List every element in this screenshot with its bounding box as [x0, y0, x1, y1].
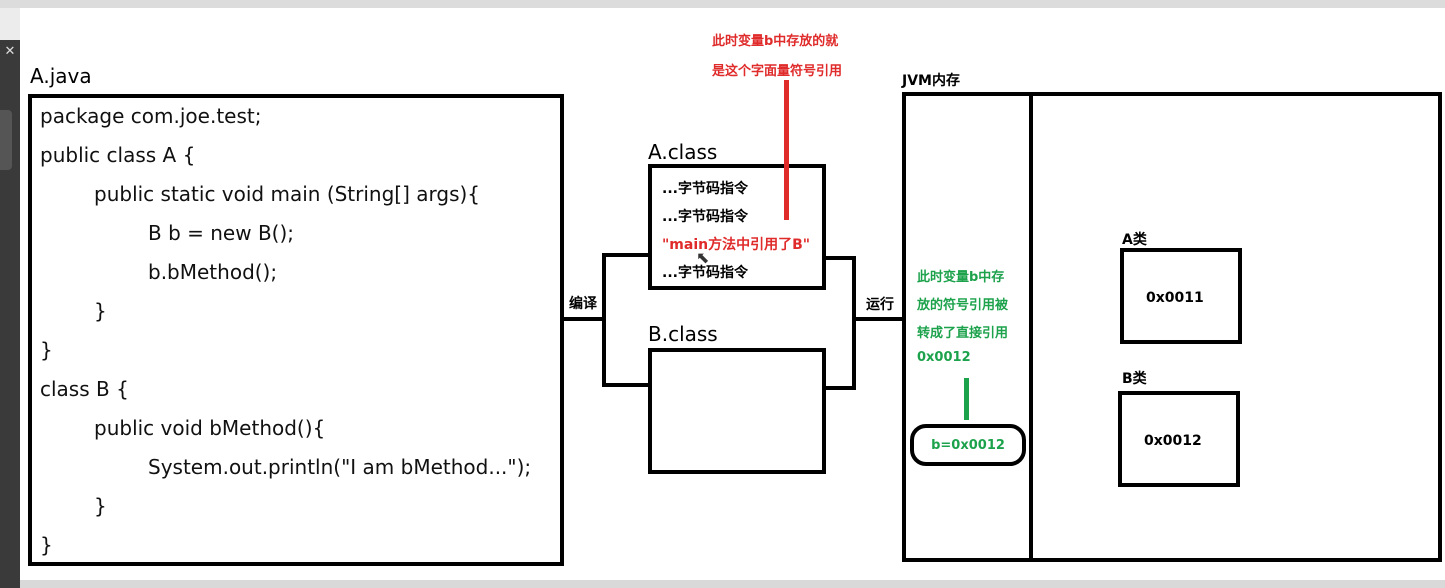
bottom-bar [20, 580, 1445, 588]
code-line: public static void main (String[] args){ [94, 182, 481, 206]
run-connector [852, 317, 904, 321]
green-note-line: 此时变量b中存 [917, 270, 1005, 285]
side-scroll-handle[interactable] [0, 110, 12, 170]
green-note-line: 转成了直接引用 [917, 326, 1009, 341]
variable-b-oval: b=0x0012 [910, 424, 1026, 466]
red-note-line-1: 此时变量b中存放的就 [712, 34, 839, 49]
b-class-memory-label: B类 [1122, 371, 1147, 387]
a-class-address: 0x0011 [1146, 290, 1204, 306]
code-line: b.bMethod(); [148, 260, 278, 284]
run-bracket-top [824, 256, 856, 260]
java-file-title: A.java [30, 64, 92, 88]
a-class-memory-box: 0x0011 [1120, 248, 1242, 344]
a-class-box: ...字节码指令 ...字节码指令 "main方法中引用了B" ...字节码指令 [648, 164, 826, 290]
code-line: B b = new B(); [148, 221, 295, 245]
compile-bracket-top [602, 253, 650, 257]
b-class-title: B.class [648, 322, 718, 346]
green-pointer-line [964, 378, 969, 420]
code-line: System.out.println("I am bMethod..."); [148, 455, 532, 479]
bytecode-line: ...字节码指令 [662, 181, 748, 197]
red-note-line-2: 是这个字面量符号引用 [712, 64, 843, 79]
mouse-cursor-icon: ⬉ [696, 248, 710, 267]
bytecode-line: ...字节码指令 [662, 209, 748, 225]
b-class-box [648, 348, 826, 474]
green-note-line: 放的符号引用被 [917, 298, 1009, 313]
close-icon[interactable]: ✕ [4, 44, 16, 59]
compile-connector [564, 317, 604, 321]
jvm-divider [1029, 92, 1033, 562]
run-bracket-bottom [824, 386, 856, 390]
java-source-box: package com.joe.test; public class A { p… [28, 94, 564, 566]
run-bracket-vertical [852, 256, 856, 390]
variable-b-value: b=0x0012 [931, 438, 1005, 453]
left-side-panel: ✕ [0, 40, 20, 588]
a-class-title: A.class [648, 140, 718, 164]
run-label: 运行 [866, 297, 894, 313]
code-line: package com.joe.test; [40, 104, 262, 128]
green-note-line: 0x0012 [917, 350, 971, 365]
window-top-frame [0, 0, 1445, 8]
red-pointer-line [784, 80, 789, 220]
compile-label: 编译 [569, 296, 597, 312]
diagram-canvas: A.java package com.joe.test; public clas… [20, 8, 1445, 580]
main-reference-line: "main方法中引用了B" [662, 237, 811, 253]
code-line: } [94, 494, 107, 518]
code-line: } [40, 533, 53, 557]
bytecode-line: ...字节码指令 [662, 265, 748, 281]
code-line: } [94, 299, 107, 323]
code-line: } [40, 338, 53, 362]
code-line: public class A { [40, 143, 196, 167]
code-line: public void bMethod(){ [94, 416, 326, 440]
compile-bracket-vertical [602, 253, 606, 387]
b-class-memory-box: 0x0012 [1118, 391, 1240, 487]
a-class-memory-label: A类 [1122, 232, 1147, 248]
jvm-title: JVM内存 [902, 73, 960, 89]
code-line: class B { [40, 377, 129, 401]
compile-bracket-bottom [602, 383, 650, 387]
b-class-address: 0x0012 [1144, 433, 1202, 449]
